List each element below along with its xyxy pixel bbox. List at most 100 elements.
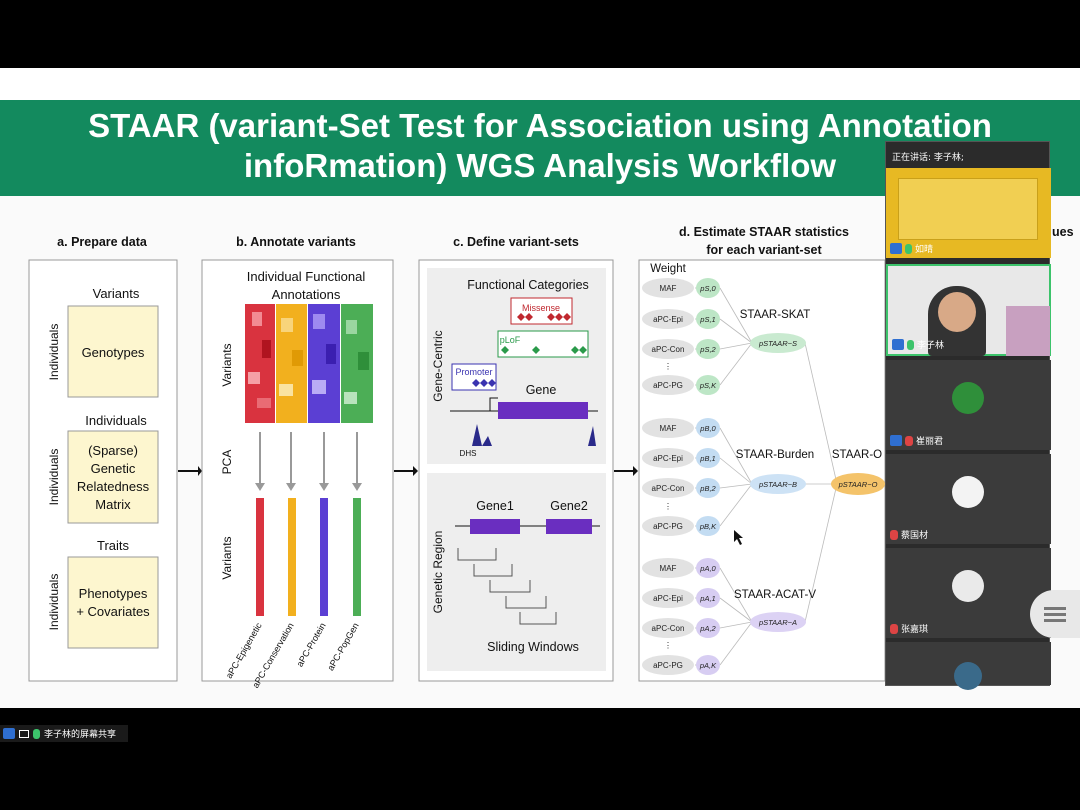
avatar (952, 570, 984, 602)
svg-text:pB,0: pB,0 (699, 424, 716, 433)
plof-label: pLoF (500, 335, 521, 345)
missense-markers (517, 313, 571, 321)
section-b-header: b. Annotate variants (236, 235, 356, 249)
svg-text:aPC-Con: aPC-Con (652, 484, 685, 493)
annotation-heatmap (245, 304, 373, 423)
gene2-block (546, 519, 592, 534)
svg-text:pS,2: pS,2 (699, 345, 716, 354)
svg-text:pA,1: pA,1 (699, 594, 715, 603)
avatar (954, 662, 982, 690)
genetic-region-box (427, 473, 606, 671)
section-d-header-1: d. Estimate STAAR statistics (679, 225, 849, 239)
gene2-label: Gene2 (550, 499, 588, 513)
staar-acatv-label: STAAR-ACAT-V (734, 589, 816, 601)
participant-tile-3[interactable]: 崔丽君 (886, 360, 1051, 450)
arrow-c-d-head (633, 466, 638, 476)
shared-slide-thumbnail (898, 178, 1038, 240)
staar-o-label: STAAR-O (832, 449, 882, 461)
svg-text:MAF: MAF (660, 564, 677, 573)
traits-label: Traits (97, 538, 130, 553)
individuals-side-2: Individuals (47, 449, 61, 506)
staar-skat-label: STAAR-SKAT (740, 309, 811, 321)
panel-estimate (638, 259, 886, 682)
arrow-b-c-head (413, 466, 418, 476)
participant-name-5: 张嘉琪 (890, 622, 928, 635)
plof-markers (501, 346, 587, 354)
video-face (938, 292, 976, 332)
variants-lower-label: Variants (220, 536, 234, 579)
participant-panel[interactable]: 正在讲话: 李子林; 如晴 李子林 崔丽君 蔡国材 张嘉琪 (885, 141, 1051, 690)
weights-group-acat: MAF aPC-Epi aPC-Con ⋮ aPC-PG pA,0 pA,1 p… (642, 558, 720, 675)
promoter-markers (472, 379, 496, 387)
slide-title-line2: infoRmation) WGS Analysis Workflow (243, 147, 837, 184)
phenotypes-box (67, 556, 159, 649)
annotations-header-2: Annotations (272, 287, 341, 302)
section-a-header: a. Prepare data (57, 235, 148, 249)
p-staar-b-label: pSTAAR−B (758, 480, 797, 489)
svg-text:aPC-PG: aPC-PG (653, 661, 683, 670)
svg-text:⋮: ⋮ (664, 502, 672, 511)
user-icon (890, 243, 902, 254)
svg-text:pA,0: pA,0 (699, 564, 716, 573)
mic-icon (907, 339, 914, 350)
gene-label: Gene (526, 383, 557, 397)
svg-text:⋮: ⋮ (664, 641, 672, 650)
svg-text:pB,K: pB,K (699, 522, 717, 531)
staar-burden-label: STAAR-Burden (736, 449, 814, 461)
weight-label: Weight (650, 263, 686, 275)
svg-text:aPC-Epi: aPC-Epi (653, 454, 683, 463)
sliding-window-brackets (457, 548, 557, 625)
gene1-label: Gene1 (476, 499, 514, 513)
genetic-region-label: Genetic Region (431, 531, 445, 614)
participant-tile-6[interactable] (886, 642, 1051, 690)
participant-tile-5[interactable]: 张嘉琪 (886, 548, 1051, 638)
sparse-line-0: (Sparse) (88, 443, 138, 458)
video-decoration (1006, 306, 1050, 356)
participant-tile-2[interactable]: 李子林 (886, 264, 1051, 356)
pca-arrows (259, 432, 358, 484)
avatar (952, 382, 984, 414)
p-staar-b-node (750, 474, 806, 494)
functional-categories: Functional Categories (467, 278, 589, 292)
apc-epigenetic-bar (256, 498, 264, 616)
svg-text:⋮: ⋮ (664, 362, 672, 371)
svg-text:aPC-Epi: aPC-Epi (653, 594, 683, 603)
dhs-label: DHS (460, 449, 477, 458)
promoter-label: Promoter (455, 367, 492, 377)
phenotypes-line-1: + Covariates (76, 604, 150, 619)
screen-share-icon (19, 729, 29, 738)
participant-name-2: 李子林 (892, 338, 944, 351)
genotypes-label: Genotypes (82, 345, 145, 360)
mic-muted-icon (890, 529, 898, 540)
variants-label: Variants (93, 286, 140, 301)
apc-protein-bar (320, 498, 328, 616)
participant-tile-4[interactable]: 蔡国材 (886, 454, 1051, 544)
screen-share-bar[interactable]: 李子林的屏幕共享 (0, 725, 128, 742)
participant-tile-1[interactable]: 如晴 (886, 168, 1051, 258)
pca-label: PCA (220, 450, 234, 475)
apc-popgen-bar (353, 498, 361, 616)
plof-box (497, 330, 589, 358)
svg-text:pS,0: pS,0 (699, 284, 716, 293)
weights-group-skat: MAF aPC-Epi aPC-Con ⋮ aPC-PG pS,0 pS,1 p… (642, 278, 720, 395)
user-icon (890, 435, 902, 446)
p-staar-s-label: pSTAAR−S (758, 339, 797, 348)
mic-muted-icon (890, 623, 898, 634)
relatedness-box (67, 430, 159, 524)
svg-text:aPC-PG: aPC-PG (653, 522, 683, 531)
user-icon (3, 728, 15, 739)
genotypes-box (67, 305, 159, 398)
phenotypes-line-0: Phenotypes (79, 586, 148, 601)
p-staar-a-node (750, 612, 806, 632)
mic-icon (33, 728, 40, 739)
section-e-fragment: ues (1052, 225, 1074, 239)
participant-name-3: 崔丽君 (890, 434, 943, 447)
list-menu-button[interactable] (1030, 590, 1080, 638)
svg-text:aPC-PG: aPC-PG (653, 381, 683, 390)
svg-text:pB,1: pB,1 (699, 454, 715, 463)
p-staar-o-node (831, 473, 885, 495)
svg-text:aPC-Con: aPC-Con (652, 345, 685, 354)
section-d-header-2: for each variant-set (706, 243, 822, 257)
individuals-side-1: Individuals (47, 324, 61, 381)
